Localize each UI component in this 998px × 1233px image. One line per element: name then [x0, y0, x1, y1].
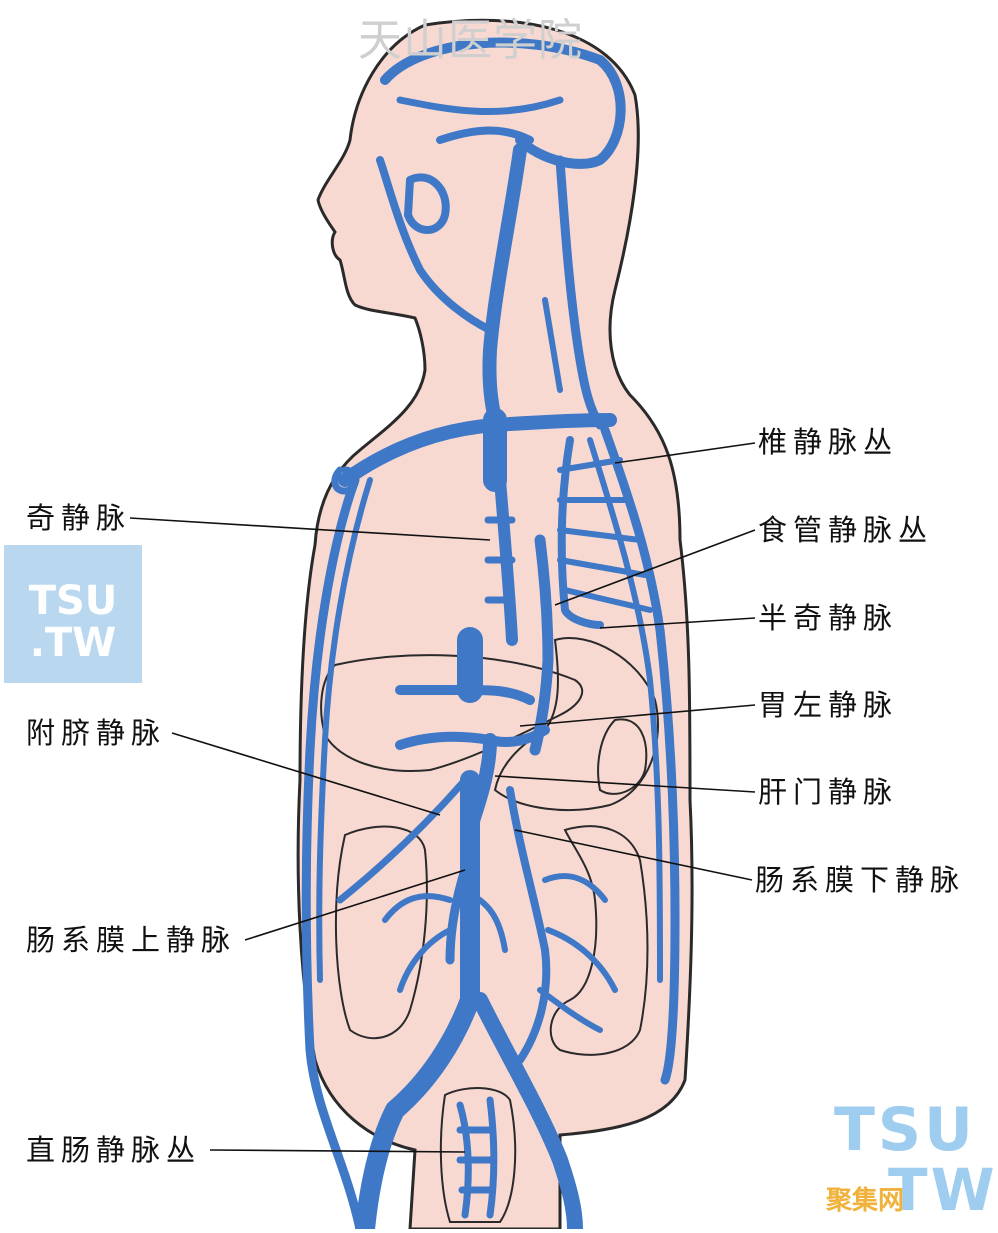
superior-mesenteric-vein: [445, 835, 480, 965]
label-vertebral-plexus: 椎静脉丛: [758, 425, 899, 459]
tsu-logo-right: TSU TW 聚集网: [826, 1100, 996, 1225]
cranial-vein-branch: [436, 126, 534, 144]
watermark-title: 天山医学院: [358, 15, 583, 66]
leader-line-rectal-plexus: [209, 1149, 466, 1153]
spleen-outline: [597, 718, 648, 795]
label-left-gastric: 胃左静脉: [758, 688, 899, 722]
leader-line-esophageal-plexus: [554, 529, 756, 606]
cranial-vein-branch: [396, 96, 564, 115]
logo-left-line1: TSU: [28, 578, 118, 624]
logo-left-line2: .TW: [29, 620, 117, 666]
internal-jugular-vein: [482, 143, 527, 427]
inferior-vena-cava: [355, 770, 480, 1233]
leader-line-paraumbilical: [171, 732, 441, 816]
intercostal-branches: [557, 457, 653, 613]
azygos-branch: [484, 516, 516, 604]
label-portal: 肝门静脉: [758, 775, 899, 809]
label-azygos: 奇静脉: [26, 501, 132, 535]
hepatic-veins: [395, 684, 535, 705]
logo-right-line2: TW: [888, 1156, 998, 1224]
rectal-plexus: [456, 1096, 498, 1219]
iliac-vein-left: [472, 992, 583, 1233]
vertebral-plexus-inner: [587, 437, 663, 983]
veins: [301, 37, 680, 1233]
vertebral-plexus-neck: [542, 297, 563, 393]
label-inferior-mesenteric: 肠系膜下静脉: [755, 863, 966, 897]
lateral-chain: [316, 477, 373, 983]
paraumbilical-vein: [336, 776, 469, 904]
leader-line-left-gastric: [519, 704, 756, 727]
mesenteric-branches: [382, 887, 508, 993]
label-rectal-plexus: 直肠静脉丛: [26, 1133, 202, 1167]
leader-line-azygos: [129, 517, 491, 541]
inferior-mesenteric-vein: [506, 786, 551, 1064]
descending-colon-outline: [549, 825, 649, 1056]
logo-right-line1: TSU: [834, 1095, 976, 1165]
vertebral-plexus-chain: [600, 425, 680, 1085]
azygos-vein: [494, 474, 518, 646]
facial-vein-plexus: [404, 173, 450, 234]
label-paraumbilical: 附脐静脉: [26, 716, 167, 750]
thoracoepigastric-vein: [301, 475, 365, 1233]
tsu-logo-left: TSU .TW: [4, 545, 142, 683]
colic-branches: [537, 873, 618, 1033]
vertebral-vein: [555, 155, 605, 430]
body-silhouette: [296, 18, 694, 1231]
label-esophageal-plexus: 食管静脉丛: [758, 513, 934, 547]
leader-line-hemiazygos: [599, 617, 756, 629]
leader-line-vertebral-plexus: [614, 442, 756, 464]
leader-lines: [129, 442, 756, 1153]
facial-vein: [376, 156, 494, 334]
rectum-outline: [439, 1087, 517, 1223]
leader-line-inferior-mesenteric: [514, 829, 753, 881]
leader-line-portal: [494, 775, 756, 793]
label-hemiazygos: 半奇静脉: [758, 601, 899, 635]
label-superior-mesenteric: 肠系膜上静脉: [26, 923, 237, 957]
logo-right-line3: 聚集网: [826, 1186, 905, 1216]
dural-sinus-vein: [380, 37, 626, 169]
leader-line-superior-mesenteric: [244, 869, 466, 941]
